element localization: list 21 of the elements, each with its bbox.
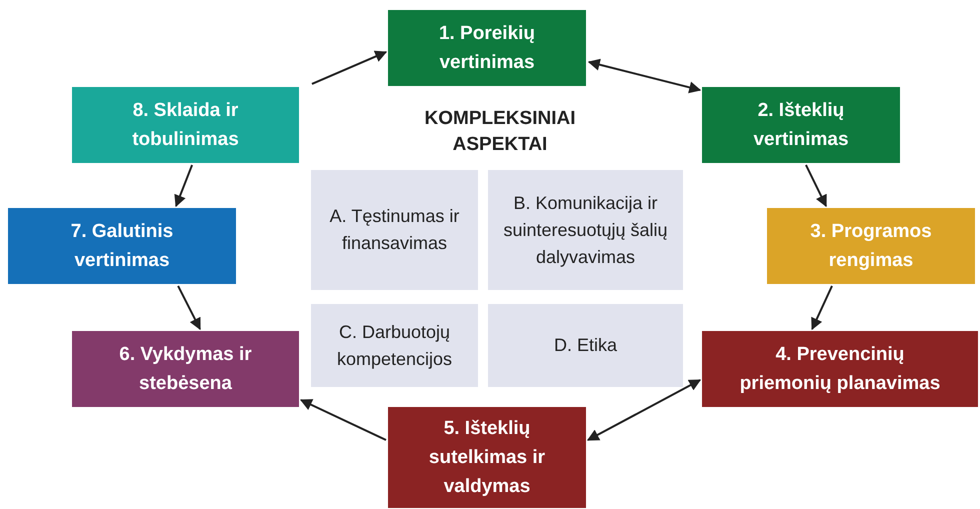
step-box: 6. Vykdymas ir stebėsena xyxy=(72,331,299,407)
section-heading: KOMPLEKSINIAI ASPEKTAI xyxy=(424,107,576,157)
arrow xyxy=(586,379,702,441)
arrow xyxy=(174,164,194,208)
arrow xyxy=(312,50,388,85)
step-box: 5. Išteklių sutelkimas ir valdymas xyxy=(388,407,586,508)
aspect-box: C. Darbuotojų kompetencijos xyxy=(311,304,478,387)
aspect-box: B. Komunikacija ir suinteresuotųjų šalių dalyvavimas xyxy=(488,170,683,290)
arrow xyxy=(811,286,833,330)
step-box: 8. Sklaida ir tobulinimas xyxy=(72,87,299,163)
arrow xyxy=(177,286,201,330)
aspect-box: D. Etika xyxy=(488,304,683,387)
step-box: 2. Išteklių vertinimas xyxy=(702,87,900,163)
step-box: 7. Galutinis vertinimas xyxy=(8,208,236,284)
arrow xyxy=(805,164,827,208)
arrow xyxy=(588,58,702,94)
step-box: 3. Programos rengimas xyxy=(767,208,975,284)
arrow xyxy=(300,399,386,441)
step-box: 4. Prevencinių priemonių planavimas xyxy=(702,331,978,407)
step-box: 1. Poreikių vertinimas xyxy=(388,10,586,86)
aspect-box: A. Tęstinumas ir finansavimas xyxy=(311,170,478,290)
